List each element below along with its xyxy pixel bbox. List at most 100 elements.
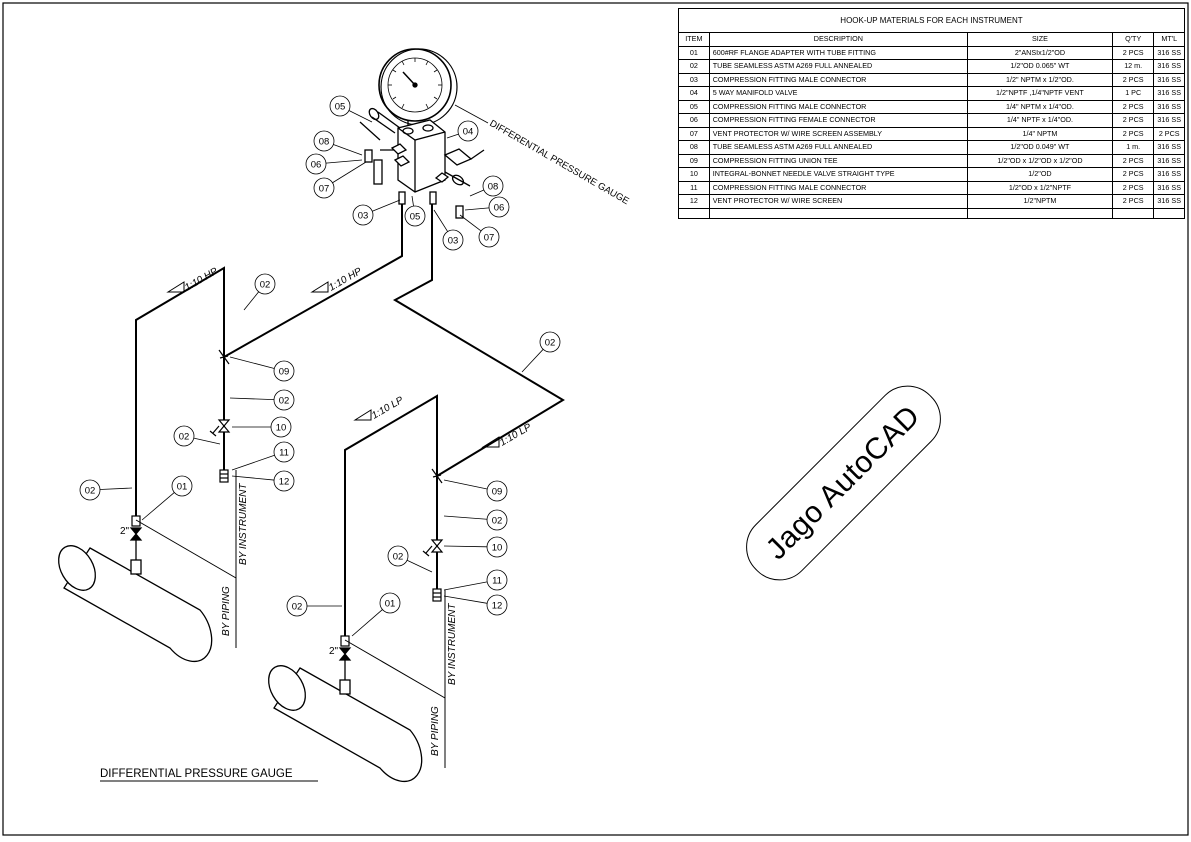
balloon-number: 02 [179,432,190,443]
cell-description: VENT PROTECTOR W/ WIRE SCREEN [708,194,968,209]
item-balloon: 08 [469,175,504,197]
item-balloons: 0508060704050806070303020209021002111202… [79,95,561,637]
balloon-number: 05 [410,212,421,223]
item-balloon: 05 [329,95,373,123]
balloon-number: 11 [279,448,289,459]
cell-item: 11 [678,180,710,195]
cell-qty: 2 PCS [1111,113,1155,128]
cell-qty: 2 PCS [1111,167,1155,182]
col-header-size: SIZE [966,32,1113,47]
cell-qty: 2 PCS [1111,45,1155,60]
cell-description: COMPRESSION FITTING UNION TEE [708,153,968,168]
item-balloon: 02 [229,389,295,411]
balloon-number: 02 [545,338,556,349]
cell-size: 1/2"OD [966,167,1113,182]
item-balloon: 10 [232,416,292,438]
cell-size: 1/4" NPTM [966,126,1113,141]
cell-material: 316 SS [1153,86,1185,101]
cell-description: 600#RF FLANGE ADAPTER WITH TUBE FITTING [708,45,968,60]
item-balloon: 12 [231,470,295,492]
balloon-number: 09 [492,487,503,498]
cell-material: 316 SS [1153,140,1185,155]
cell-item: 10 [678,167,710,182]
col-header-description: DESCRIPTION [708,32,968,47]
cell-qty: 2 PCS [1111,99,1155,114]
cell-qty: 2 PCS [1111,72,1155,87]
balloon-number: 12 [492,601,503,612]
balloon-number: 02 [279,396,290,407]
balloon-number: 08 [319,137,330,148]
cell-size: 1/2"OD x 1/2"OD x 1/2"OD [966,153,1113,168]
cell-material: 316 SS [1153,113,1185,128]
balloon-number: 04 [463,127,474,138]
col-header-qty: Q'TY [1111,32,1155,47]
balloon-number: 09 [279,367,290,378]
cell-item: 03 [678,72,710,87]
cell-description: INTEGRAL-BONNET NEEDLE VALVE STRAIGHT TY… [708,167,968,182]
cell-size: 1/2" NPTM x 1/2"OD. [966,72,1113,87]
balloon-number: 03 [358,211,369,222]
balloon-number: 01 [385,599,396,610]
cell-item: 05 [678,99,710,114]
item-balloon: 11 [231,441,295,471]
balloon-number: 02 [492,516,503,527]
cell-description: COMPRESSION FITTING MALE CONNECTOR [708,99,968,114]
cell-item: 09 [678,153,710,168]
cell-material: 2 PCS [1153,126,1185,141]
size-2in-label-2: 2" [329,646,339,657]
item-balloon: 02 [521,331,561,373]
item-balloon: 10 [443,536,508,558]
cell-size: 1/4" NPTF x 1/4"OD. [966,113,1113,128]
cell-qty: 2 PCS [1111,153,1155,168]
cell-qty: 12 m. [1111,59,1155,74]
cell-item: 07 [678,126,710,141]
cell-material: 316 SS [1153,153,1185,168]
balloon-number: 01 [177,482,188,493]
table-row-empty [678,207,1185,219]
balloon-number: 12 [279,477,290,488]
size-2in-label-1: 2" [120,526,130,537]
balloon-number: 10 [276,423,287,434]
item-balloon: 11 [443,569,508,591]
item-balloon: 07 [313,161,367,199]
item-balloon: 06 [305,153,363,175]
balloon-number: 10 [492,543,503,554]
tube-fittings [129,349,444,661]
gauge-manifold-assembly [359,48,485,219]
cell-description: TUBE SEAMLESS ASTM A269 FULL ANNEALED [708,140,968,155]
item-balloon: 03 [433,209,464,251]
item-balloon: 02 [443,509,508,531]
cell-size: 1/2"OD 0.065" WT [966,59,1113,74]
balloon-number: 06 [311,160,322,171]
cell-item: 04 [678,86,710,101]
cell-material: 316 SS [1153,45,1185,60]
item-balloon: 04 [446,120,479,142]
table-title: HOOK-UP MATERIALS FOR EACH INSTRUMENT [678,8,1185,33]
cell-material: 316 SS [1153,59,1185,74]
cell-description: VENT PROTECTOR W/ WIRE SCREEN ASSEMBLY [708,126,968,141]
by-instrument-label-1: BY INSTRUMENT [238,483,249,565]
item-balloon: 02 [387,545,433,573]
item-balloon: 08 [313,130,363,156]
balloon-number: 07 [484,233,495,244]
cell-size: 1/2"NPTM [966,194,1113,209]
item-balloon: 02 [286,595,342,617]
item-balloon: 03 [352,199,401,226]
col-header-item: ITEM [678,32,710,47]
process-pipes [58,540,423,783]
cell-description: COMPRESSION FITTING MALE CONNECTOR [708,72,968,87]
cell-qty: 2 PCS [1111,126,1155,141]
cell-size: 1/4" NPTM x 1/4"OD. [966,99,1113,114]
cell-material: 316 SS [1153,72,1185,87]
slope-hp-label-1: 1:10 HP [183,266,220,294]
